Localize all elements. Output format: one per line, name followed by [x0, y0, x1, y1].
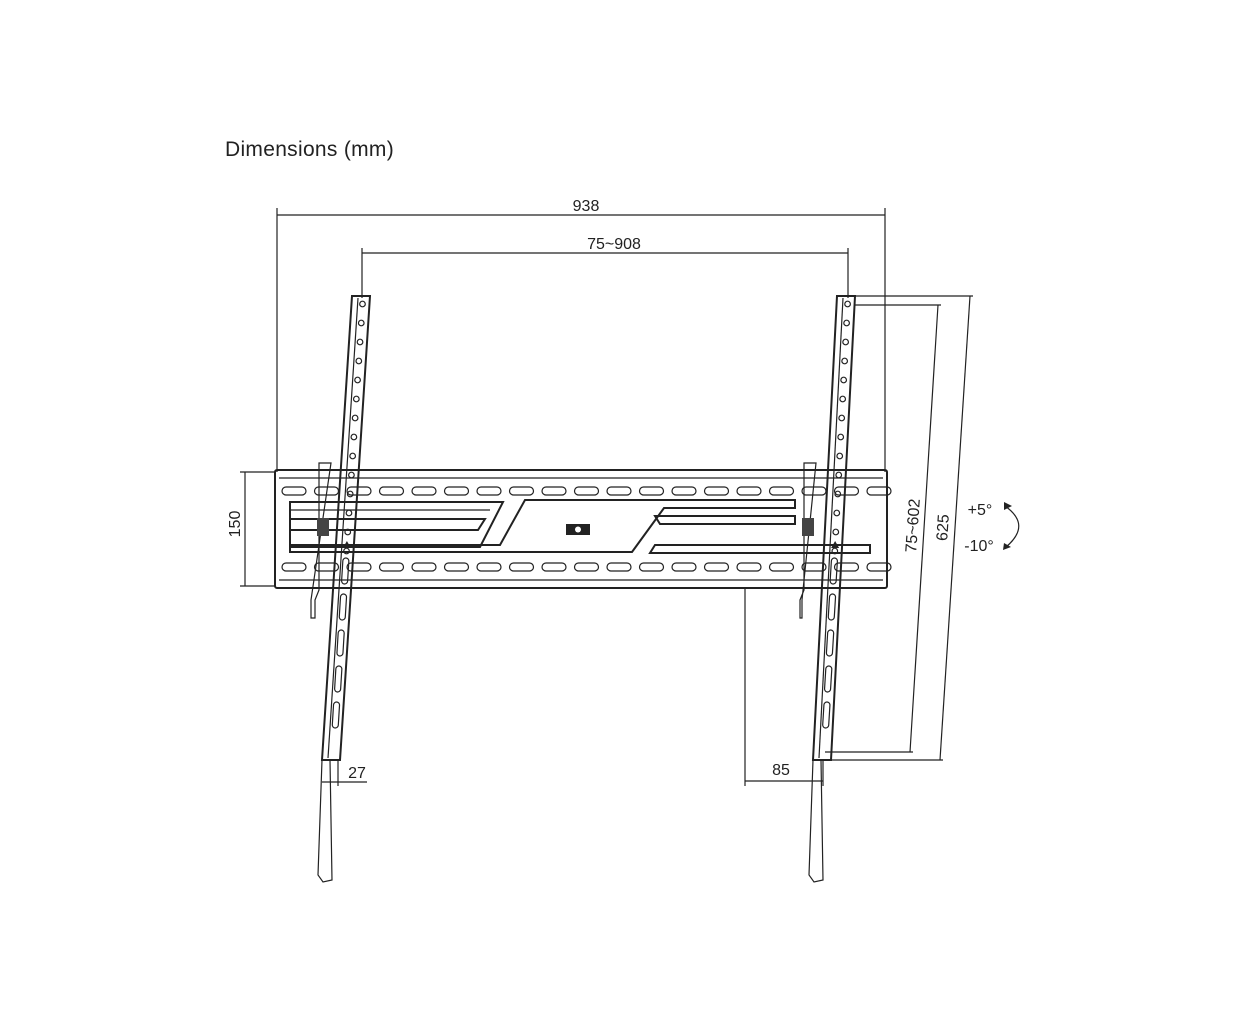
tilt-indicator: +5° -10°	[964, 502, 1020, 555]
lock-knob-icon	[802, 518, 814, 536]
plate-slot	[866, 562, 892, 572]
dimension-plate-height: 150	[227, 471, 275, 587]
mounting-hole	[349, 452, 357, 460]
label-arm-depth: 27	[348, 765, 366, 782]
mounting-hole	[834, 490, 842, 498]
lock-knob-icon	[317, 518, 329, 536]
arrow-up-icon	[831, 541, 840, 548]
mounting-hole	[352, 395, 360, 403]
plate-slot	[411, 562, 437, 572]
arm-slot	[334, 665, 343, 693]
label-vesa-horizontal: 75~908	[587, 236, 641, 253]
dimension-arm-length: 625	[825, 295, 973, 761]
arm-slot	[336, 629, 345, 657]
mounting-hole	[346, 490, 354, 498]
dimension-overall-width: 938	[276, 198, 886, 472]
left-tilt-arm	[310, 295, 372, 883]
plate-slot	[768, 486, 795, 496]
dimension-vesa-horizontal: 75~908	[361, 236, 849, 298]
mounting-hole	[345, 509, 353, 517]
mounting-hole	[835, 471, 843, 479]
mounting-hole	[355, 357, 363, 365]
wall-plate	[274, 469, 892, 589]
label-tilt-down: -10°	[964, 538, 994, 555]
plate-slot	[346, 486, 372, 496]
label-rail-offset: 85	[772, 762, 790, 779]
plate-slot	[573, 486, 600, 496]
arm-slot	[822, 701, 831, 729]
plate-slot	[638, 486, 665, 496]
mounting-hole	[841, 357, 849, 365]
plate-slot	[378, 562, 405, 572]
mounting-hole	[833, 509, 841, 517]
mounting-hole	[840, 376, 848, 384]
arm-slot	[823, 665, 833, 693]
mounting-hole	[354, 376, 361, 384]
plate-slot	[736, 486, 762, 496]
plate-slot	[573, 562, 600, 572]
dimension-vesa-vertical: 75~602	[825, 304, 941, 753]
label-vesa-vertical: 75~602	[903, 498, 924, 553]
mounting-hole	[350, 433, 358, 441]
mounting-hole	[343, 547, 350, 555]
plate-slot	[866, 486, 892, 496]
plate-slot	[801, 562, 827, 572]
arm-slot	[829, 557, 838, 585]
plate-slot	[703, 486, 730, 496]
plate-slot	[833, 562, 860, 572]
plate-slot	[606, 562, 632, 572]
mounting-hole	[832, 528, 840, 536]
mounting-hole	[838, 414, 846, 422]
mounting-hole	[356, 338, 364, 346]
plate-slot	[281, 486, 307, 496]
mounting-hole	[839, 395, 847, 403]
plate-slot	[476, 562, 502, 572]
plate-slot	[443, 562, 470, 572]
plate-slot	[541, 562, 567, 572]
label-overall-width: 938	[573, 198, 600, 215]
diagram-title: Dimensions (mm)	[225, 138, 395, 161]
plate-slot	[411, 486, 437, 496]
mounting-hole	[348, 471, 355, 479]
plate-slot	[736, 562, 762, 572]
mounting-hole	[842, 338, 850, 346]
plate-slot	[378, 486, 405, 496]
plate-slot	[541, 486, 567, 496]
plate-slot	[281, 562, 307, 572]
mounting-hole	[359, 300, 366, 308]
arm-slot	[338, 593, 348, 621]
label-tilt-up: +5°	[968, 502, 993, 519]
arm-slot	[331, 701, 341, 729]
label-arm-length: 625	[934, 514, 953, 542]
tilt-arc-arrow-icon	[1004, 505, 1020, 548]
mounting-hole	[843, 319, 851, 327]
arrow-up-icon	[342, 541, 351, 548]
arm-slot	[825, 629, 835, 657]
mounting-hole	[831, 547, 839, 555]
plate-slot	[313, 562, 340, 572]
plate-slot	[476, 486, 502, 496]
mounting-hole	[836, 452, 844, 460]
plate-slot	[703, 562, 730, 572]
mounting-hole	[837, 433, 845, 441]
plate-slot	[443, 486, 470, 496]
plate-slot	[606, 486, 632, 496]
arm-slot	[341, 557, 350, 585]
plate-slot	[833, 486, 860, 496]
mounting-hole	[844, 300, 851, 308]
plate-slot	[346, 562, 372, 572]
plate-slot	[508, 486, 535, 496]
plate-slot	[768, 562, 795, 572]
mounting-hole	[344, 528, 352, 536]
plate-slot	[671, 562, 697, 572]
arm-slot	[827, 593, 837, 621]
dimension-rail-offset: 85	[744, 588, 824, 786]
label-plate-height: 150	[227, 511, 244, 538]
dimension-arm-depth: 27	[322, 760, 367, 786]
plate-slot	[671, 486, 697, 496]
mounting-hole	[351, 414, 359, 422]
plate-slot	[638, 562, 665, 572]
plate-slot	[508, 562, 535, 572]
mounting-hole	[357, 319, 365, 327]
